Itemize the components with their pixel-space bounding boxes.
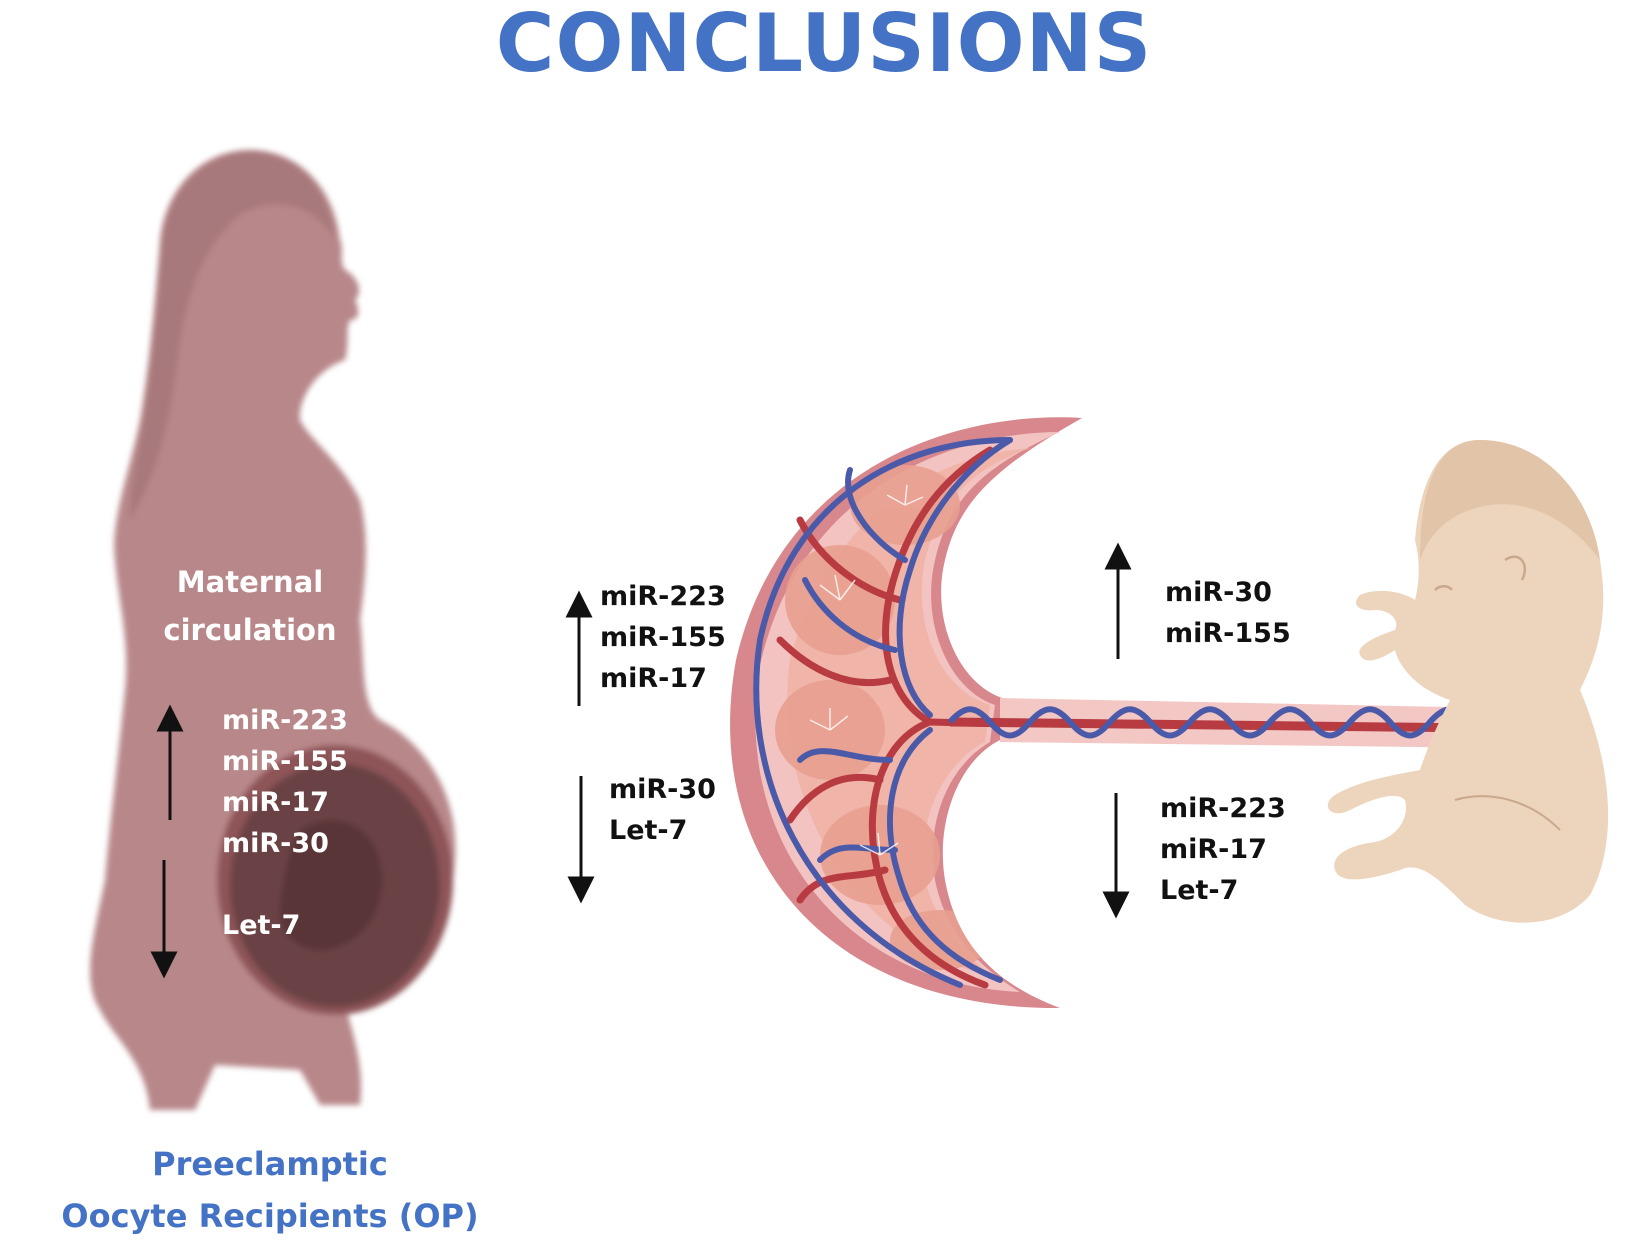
fetus-upregulated-list: miR-30 miR-155 <box>1165 572 1291 654</box>
placenta-upregulated-list: miR-223 miR-155 miR-17 <box>600 576 726 699</box>
mirna-label: Let-7 <box>1160 870 1286 911</box>
mirna-label: miR-155 <box>1165 613 1291 654</box>
mirna-label: miR-155 <box>222 741 348 782</box>
mirna-label: miR-30 <box>1165 572 1291 613</box>
mirna-label: Let-7 <box>222 905 300 946</box>
mother-upregulated-list: miR-223 miR-155 miR-17 miR-30 <box>222 700 348 864</box>
group-caption: Preeclamptic Oocyte Recipients (OP) <box>60 1138 480 1242</box>
mirna-label: miR-17 <box>600 658 726 699</box>
mirna-label: Let-7 <box>609 810 716 851</box>
maternal-label-line: Maternal <box>150 558 350 606</box>
fetus-downregulated-list: miR-223 miR-17 Let-7 <box>1160 788 1286 911</box>
mirna-label: miR-155 <box>600 617 726 658</box>
mirna-label: miR-17 <box>1160 829 1286 870</box>
page-title: CONCLUSIONS <box>0 4 1648 84</box>
mirna-label: miR-30 <box>222 823 348 864</box>
placenta-downregulated-list: miR-30 Let-7 <box>609 769 716 851</box>
maternal-circulation-label: Maternal circulation <box>150 558 350 654</box>
maternal-label-line: circulation <box>150 606 350 654</box>
placenta-illustration <box>730 417 1500 1008</box>
caption-line: Oocyte Recipients (OP) <box>60 1190 480 1242</box>
caption-line: Preeclamptic <box>60 1138 480 1190</box>
mirna-label: miR-223 <box>600 576 726 617</box>
mirna-label: miR-223 <box>222 700 348 741</box>
mother-downregulated-list: Let-7 <box>222 905 300 946</box>
mirna-label: miR-17 <box>222 782 348 823</box>
mirna-label: miR-30 <box>609 769 716 810</box>
mirna-label: miR-223 <box>1160 788 1286 829</box>
fetus-illustration <box>1328 440 1608 923</box>
